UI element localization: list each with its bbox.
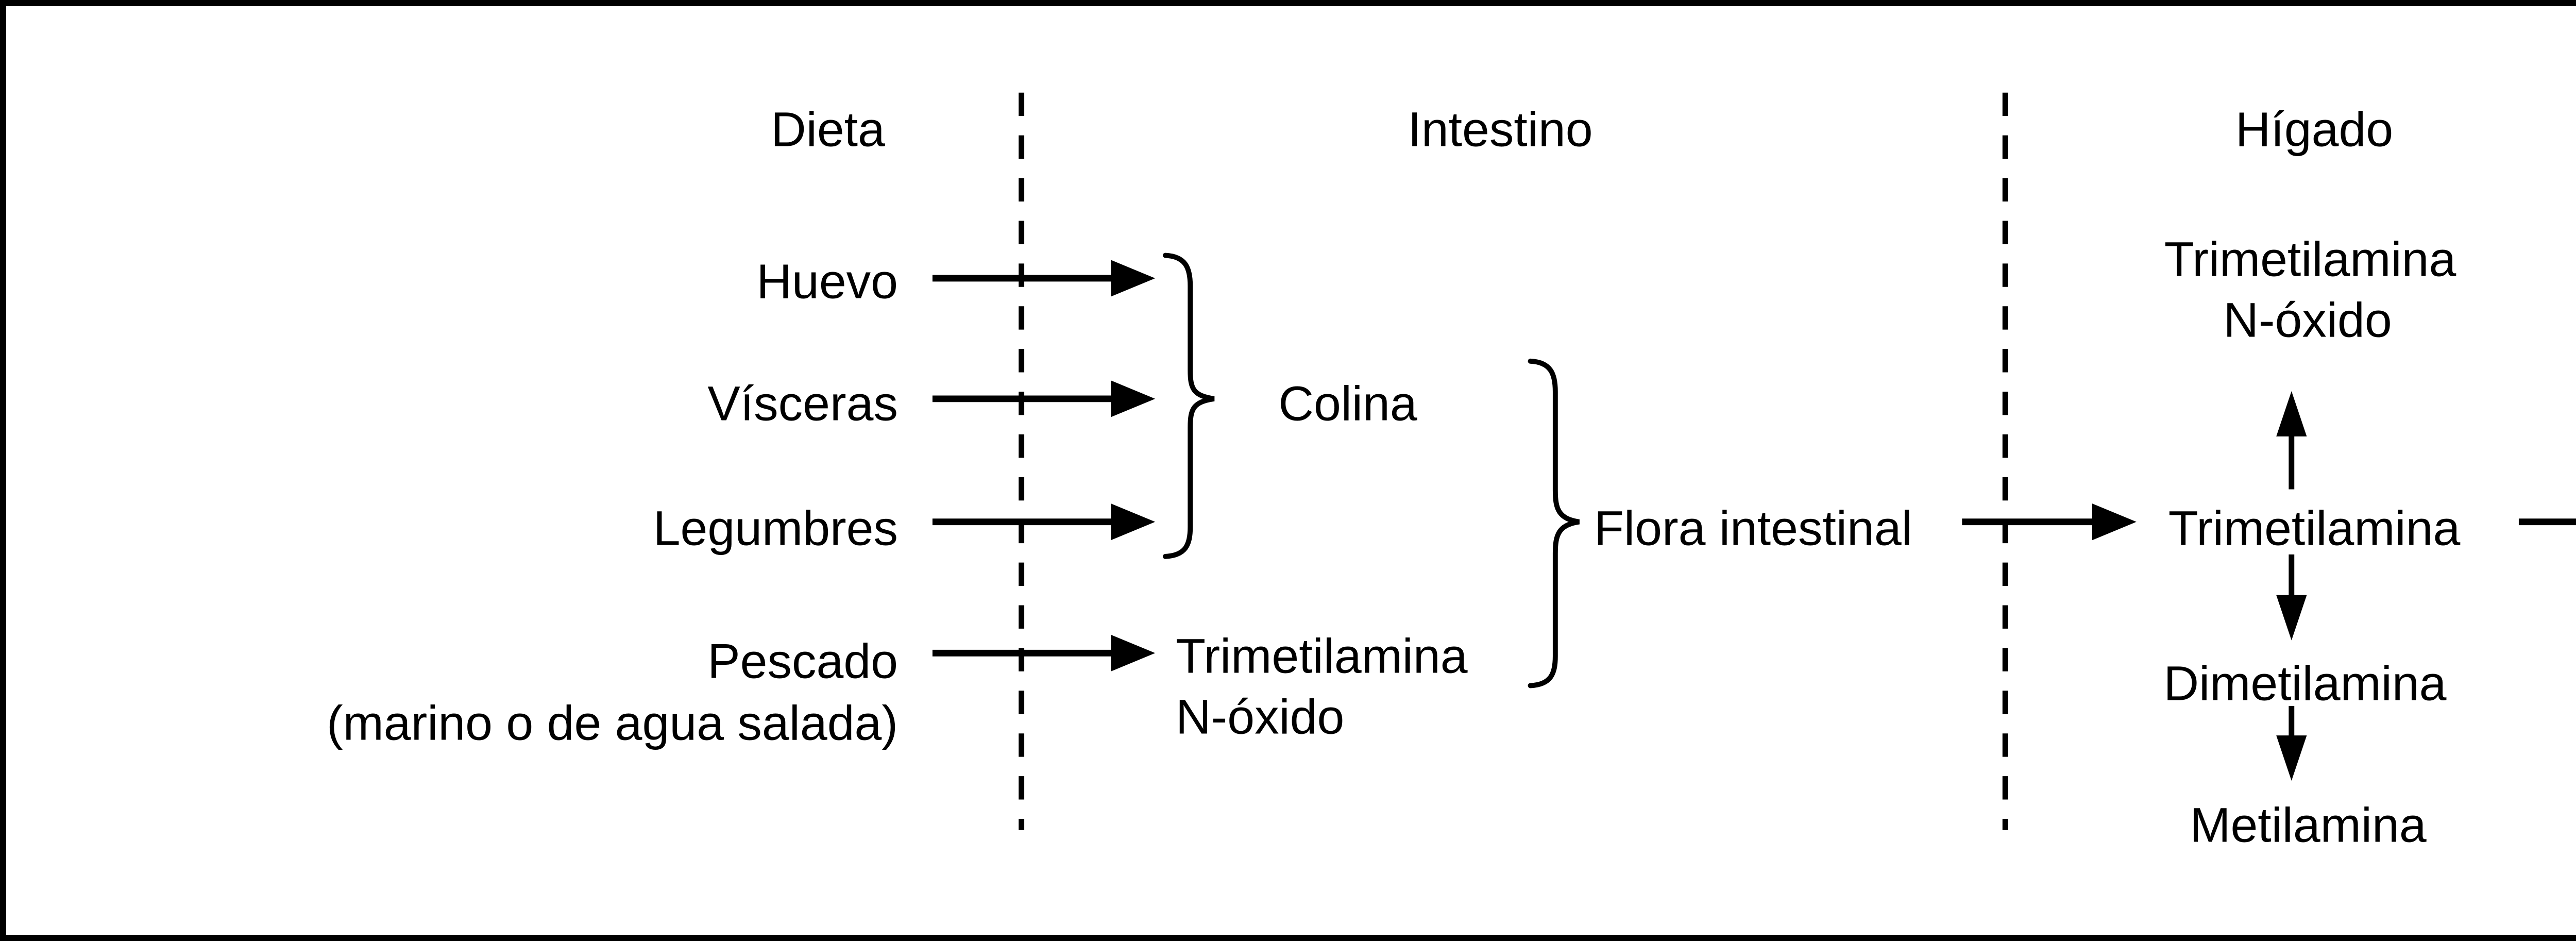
diet-item-legumbres: Legumbres	[653, 501, 898, 556]
brace-intestine-group	[1528, 358, 1580, 688]
node-trimetilamina: Trimetilamina	[2168, 501, 2461, 556]
node-metilamina: Metilamina	[2190, 798, 2427, 853]
arrow-huevo-to-colina	[932, 260, 1156, 297]
node-dimetilamina: Dimetilamina	[2163, 656, 2447, 711]
arrow-legumbres-to-colina	[932, 503, 1156, 541]
column-header-dieta: Dieta	[771, 102, 885, 157]
arrow-dimetilamina-to-metilamina	[2276, 705, 2307, 781]
brace-diet-group	[1162, 253, 1215, 559]
arrow-visceras-to-colina	[932, 380, 1156, 417]
arrow-pescado-to-tma-noxido	[932, 634, 1156, 671]
arrow-trimetilamina-to-tmao	[2276, 391, 2307, 490]
diet-item-pescado: Pescado	[707, 634, 898, 689]
node-colina: Colina	[1278, 376, 1417, 431]
node-tma-noxido-intestine-line1: Trimetilamina	[1176, 629, 1468, 684]
arrow-trimetilamina-to-excretion	[2518, 518, 2576, 526]
diet-item-huevo: Huevo	[756, 254, 898, 309]
column-header-intestino: Intestino	[1408, 102, 1593, 157]
node-tmao-liver-line2: N-óxido	[2223, 293, 2392, 348]
node-tma-noxido-intestine-line2: N-óxido	[1176, 690, 1345, 745]
node-tmao-liver-line1: Trimetilamina	[2164, 232, 2456, 287]
arrow-trimetilamina-to-dimetilamina	[2276, 554, 2307, 641]
arrow-flora-to-trimetilamina	[1962, 503, 2137, 541]
diet-item-visceras: Vísceras	[707, 376, 898, 431]
diet-item-pescado-note: (marino o de agua salada)	[326, 696, 898, 751]
column-header-higado: Hígado	[2235, 102, 2394, 157]
diagram-shapes-layer	[932, 92, 2576, 830]
node-flora-intestinal: Flora intestinal	[1594, 501, 1912, 556]
